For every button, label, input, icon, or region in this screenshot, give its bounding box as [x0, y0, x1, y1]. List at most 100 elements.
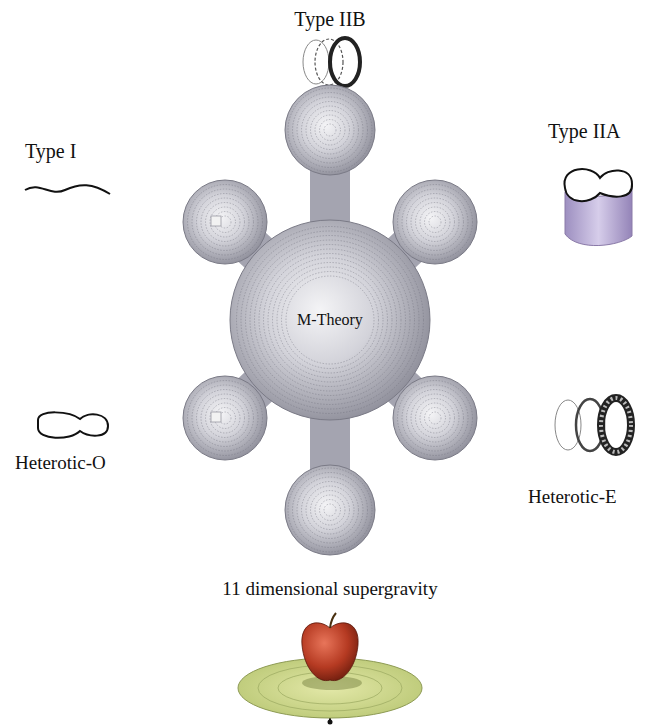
- sphere-texture: [288, 468, 372, 552]
- closed-string: [38, 412, 108, 437]
- string-theory-label: Type IIA: [548, 120, 620, 143]
- string-theory-label: Type IIB: [294, 8, 365, 31]
- sphere-texture: [241, 231, 419, 409]
- sphere-texture: [197, 390, 254, 447]
- apple-on-plate: [238, 613, 422, 725]
- sphere-texture: [206, 399, 245, 438]
- ring: [303, 40, 329, 84]
- sphere-texture: [286, 276, 374, 364]
- sphere-texture: [311, 491, 350, 530]
- sphere-texture: [306, 106, 354, 154]
- string-theory-label: Type I: [25, 140, 76, 163]
- sphere-texture: [293, 93, 368, 168]
- sphere-texture: [188, 185, 263, 260]
- sphere-texture: [398, 381, 473, 456]
- ring-hatching: [601, 398, 631, 452]
- sphere-texture: [250, 240, 410, 400]
- sphere-texture: [315, 115, 345, 145]
- sphere-texture: [288, 88, 372, 172]
- sphere: [285, 85, 375, 175]
- sphere-texture: [425, 212, 446, 233]
- sphere-texture: [402, 385, 468, 451]
- sphere-texture: [297, 97, 363, 163]
- sphere-texture: [259, 249, 401, 391]
- sphere-texture: [297, 477, 363, 543]
- node-title: M-Theory: [294, 310, 366, 330]
- sphere-texture: [315, 495, 345, 525]
- pin-dot: [328, 720, 333, 725]
- sphere-texture: [264, 254, 397, 387]
- sphere-texture: [411, 394, 459, 442]
- ring: [601, 398, 631, 452]
- sphere-spot: [211, 216, 221, 226]
- sphere-body: [285, 465, 375, 555]
- sphere-texture: [324, 124, 336, 136]
- ring: [330, 38, 360, 86]
- string-theory-label: Heterotic-E: [528, 486, 617, 508]
- sphere-texture: [192, 189, 258, 255]
- heterotic-e-rings: [555, 398, 631, 452]
- sphere-texture: [237, 227, 424, 414]
- sphere-texture: [398, 185, 473, 260]
- sphere-texture: [429, 412, 441, 424]
- sphere-texture: [425, 408, 446, 429]
- sphere-texture: [302, 102, 359, 159]
- sphere-spot: [211, 412, 221, 422]
- sphere-texture: [411, 198, 459, 246]
- sphere-texture: [255, 245, 406, 396]
- sphere-texture: [416, 399, 455, 438]
- sphere-texture: [201, 198, 249, 246]
- sphere-texture: [188, 381, 263, 456]
- sphere-texture: [293, 473, 368, 548]
- closed-string: [564, 169, 632, 201]
- sphere-texture: [273, 263, 388, 378]
- sphere-texture: [246, 236, 415, 405]
- sphere-texture: [420, 207, 450, 237]
- sphere-texture: [192, 385, 258, 451]
- sphere-texture: [402, 189, 468, 255]
- sphere: [183, 180, 267, 264]
- sphere-body: [285, 85, 375, 175]
- sphere-texture: [407, 194, 464, 251]
- sphere-texture: [206, 203, 245, 242]
- star-spheres: [183, 85, 477, 555]
- apple-stem: [330, 613, 336, 628]
- sphere-body: [393, 180, 477, 264]
- sphere-texture: [320, 500, 341, 521]
- sphere-body: [183, 180, 267, 264]
- apple: [302, 623, 358, 681]
- sphere-texture: [429, 216, 441, 228]
- sphere-texture: [277, 267, 383, 373]
- sphere-texture: [416, 203, 455, 242]
- sphere-texture: [201, 394, 249, 442]
- sphere: [393, 376, 477, 460]
- sphere: [230, 220, 430, 420]
- sphere: [393, 180, 477, 264]
- m-theory-star: M-Theory: [165, 80, 495, 560]
- theory-label: 11 dimensional supergravity: [222, 578, 437, 600]
- sphere-texture: [320, 120, 341, 141]
- type-iia-string: [564, 169, 632, 245]
- sphere-texture: [268, 258, 392, 382]
- sphere-texture: [302, 482, 359, 539]
- sphere-texture: [407, 390, 464, 447]
- sphere-spots: [211, 216, 221, 422]
- sphere-texture: [420, 403, 450, 433]
- sphere-texture: [324, 504, 336, 516]
- sphere-body: [393, 376, 477, 460]
- open-string: [25, 185, 110, 194]
- sphere-texture: [306, 486, 354, 534]
- string-theory-label: Heterotic-O: [15, 452, 106, 474]
- sphere-texture: [311, 111, 350, 150]
- sphere-texture: [210, 207, 240, 237]
- sphere: [183, 376, 267, 460]
- sphere-body: [183, 376, 267, 460]
- sphere-texture: [197, 194, 254, 251]
- sphere-body: [230, 220, 430, 420]
- type-iib-rings: [303, 38, 360, 86]
- sphere-texture: [282, 272, 379, 369]
- star-necks: [225, 130, 435, 510]
- sphere-texture: [210, 403, 240, 433]
- sphere: [285, 465, 375, 555]
